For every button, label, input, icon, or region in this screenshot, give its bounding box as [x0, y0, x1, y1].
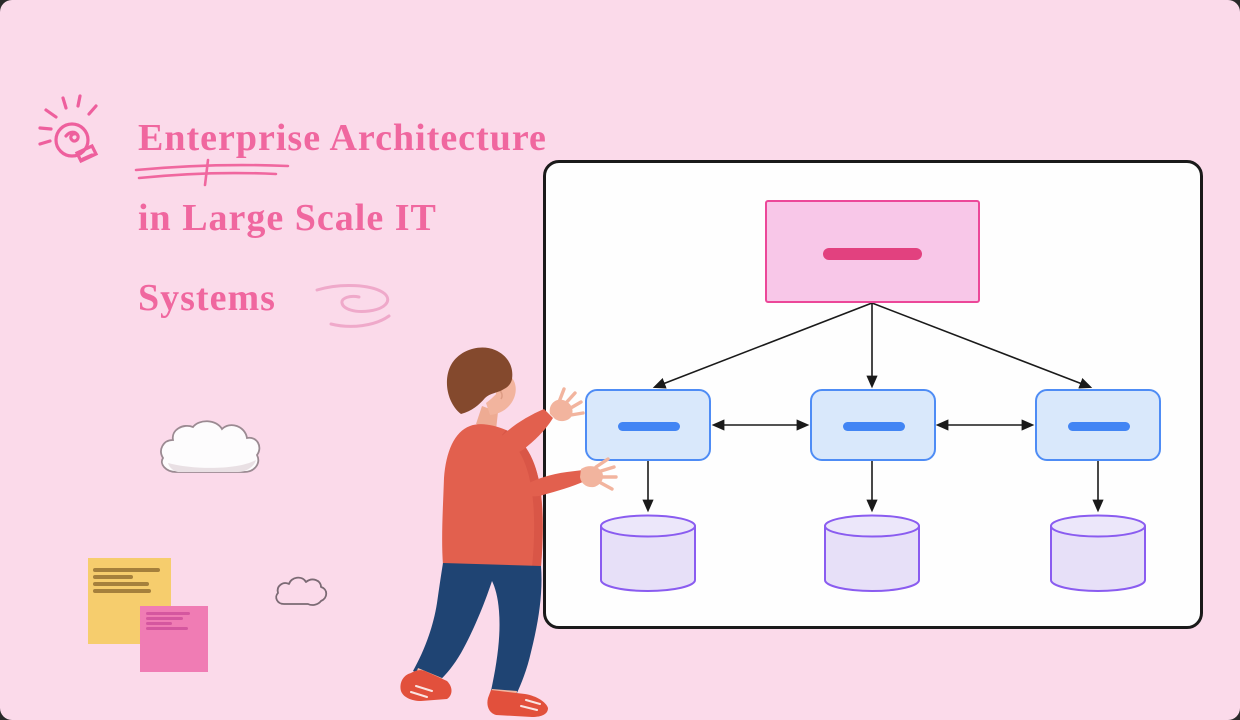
- person-hand-lower: [580, 457, 618, 491]
- person-sweater-torso: [442, 424, 543, 567]
- note-text-line: [146, 612, 190, 615]
- page-title-line-2: in Large Scale IT: [138, 197, 437, 239]
- root-node: [765, 200, 980, 303]
- whiteboard: [543, 160, 1203, 629]
- page-title-line-3: Systems: [138, 277, 276, 319]
- connector-arrows: [642, 302, 1104, 513]
- lightbulb-icon: [38, 94, 99, 164]
- note-text-line: [146, 617, 183, 620]
- note-text-line: [93, 575, 133, 579]
- cloud-outline-icon: [275, 576, 328, 606]
- sticky-note-yellow: [88, 558, 171, 644]
- cloud-filled-icon: [160, 420, 261, 473]
- database-cylinder-1: [600, 514, 696, 592]
- person-hair: [446, 347, 513, 414]
- database-cylinder-3: [1050, 514, 1146, 592]
- note-text-line: [146, 622, 172, 625]
- person-shoe-left: [400, 670, 452, 701]
- root-node-text-placeholder: [823, 248, 922, 260]
- person-pants: [413, 563, 542, 693]
- page-title-line-1: Enterprise Architecture: [138, 117, 547, 159]
- system-node-2: [810, 389, 936, 461]
- system-node-3: [1035, 389, 1161, 461]
- sticky-note-pink: [140, 606, 208, 672]
- person-arm-lower: [520, 470, 585, 497]
- database-cylinder-2: [824, 514, 920, 592]
- note-text-line: [93, 582, 149, 586]
- person-illustration: [400, 347, 618, 717]
- person-shoe-right: [487, 690, 548, 717]
- title-underline-doodle: [134, 158, 290, 187]
- note-text-line: [146, 627, 188, 630]
- note-text-line: [93, 568, 160, 572]
- note-text-line: [93, 589, 151, 593]
- system-node-text-placeholder: [1068, 422, 1130, 431]
- person-hand-upper: [549, 387, 585, 422]
- person-sweater-shade: [502, 430, 543, 567]
- system-node-text-placeholder: [843, 422, 905, 431]
- system-node-text-placeholder: [618, 422, 680, 431]
- swirl-doodle: [315, 283, 391, 328]
- person-arm-upper: [499, 409, 553, 454]
- system-node-1: [585, 389, 711, 461]
